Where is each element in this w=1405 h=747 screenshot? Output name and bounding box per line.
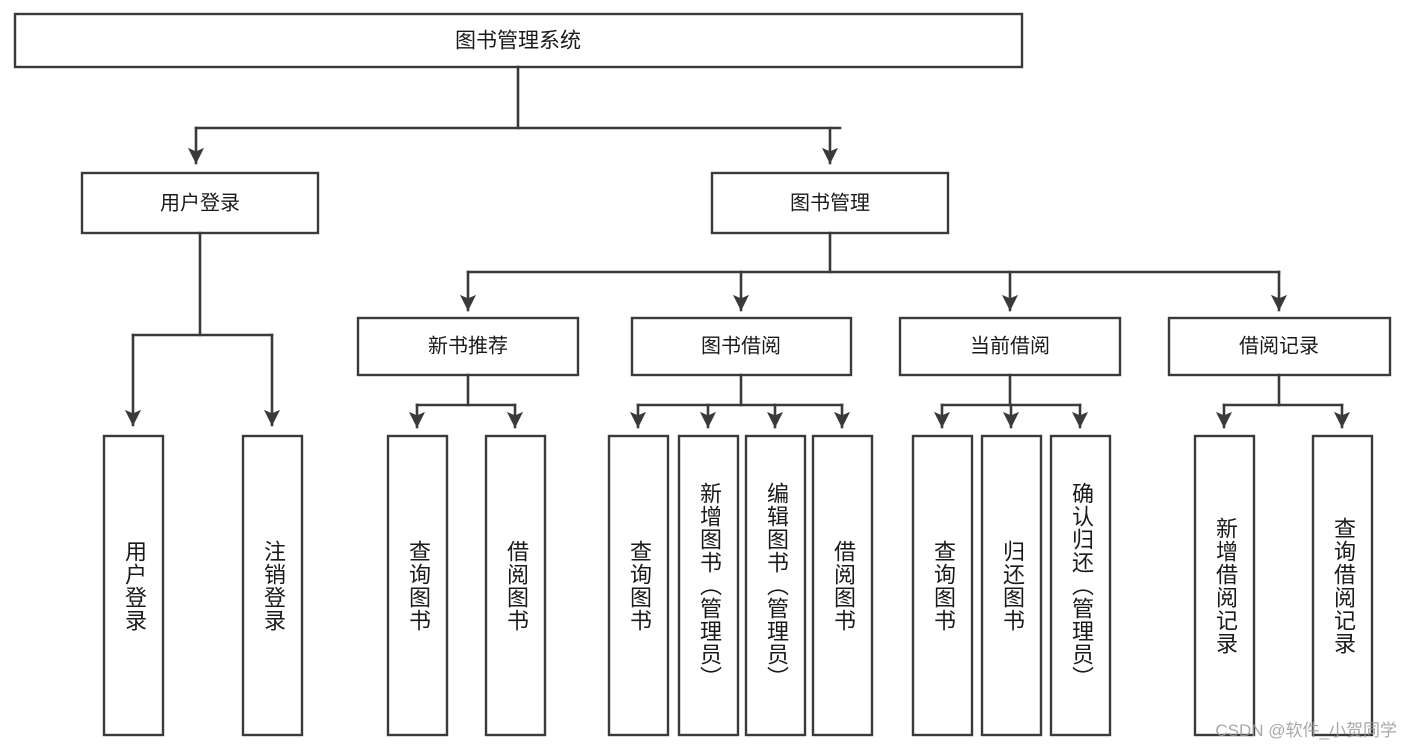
borrow-record-label: 借阅记录	[1239, 334, 1319, 357]
node-user-login[interactable]: 用户登录	[80, 171, 320, 235]
leaf-query-record-box[interactable]	[1311, 434, 1374, 737]
leaf-return-book-box[interactable]	[980, 434, 1043, 737]
csdn-watermark: CSDN @软件_小贺同学	[1215, 721, 1397, 740]
new-book-rec-box	[356, 316, 580, 377]
root-box	[13, 12, 1024, 69]
node-book-manage[interactable]: 图书管理	[710, 171, 950, 235]
book-manage-label: 图书管理	[790, 191, 870, 214]
leaf-edit-book-box[interactable]	[744, 434, 807, 737]
new-book-rec-label: 新书推荐	[428, 334, 508, 357]
leaf-query-book-2-box[interactable]	[607, 434, 670, 737]
book-manage-box	[710, 171, 950, 235]
connector-borrow-record-to-leaves	[1215, 373, 1351, 429]
leaf-add-book-box[interactable]	[677, 434, 740, 737]
node-current-borrow[interactable]: 当前借阅	[898, 316, 1122, 377]
book-borrow-label: 图书借阅	[701, 334, 781, 357]
connector-book-borrow-to-leaves	[629, 373, 851, 429]
user-login-label: 用户登录	[160, 191, 240, 214]
node-book-borrow[interactable]: 图书借阅	[630, 316, 853, 377]
leaf-confirm-return-box[interactable]	[1049, 434, 1112, 737]
leaf-borrow-book-1-box[interactable]	[484, 434, 547, 737]
node-new-book-rec[interactable]: 新书推荐	[356, 316, 580, 377]
node-root[interactable]: 图书管理系统	[13, 12, 1024, 69]
connector-current-borrow-to-leaves	[933, 373, 1089, 429]
leaf-user-login-box[interactable]	[102, 434, 165, 737]
connector-book-manage-to-level2	[459, 231, 1288, 312]
leaf-borrow-book-2-box[interactable]	[811, 434, 874, 737]
leaf-logout-box[interactable]	[241, 434, 304, 737]
book-borrow-box	[630, 316, 853, 377]
current-borrow-label: 当前借阅	[970, 334, 1050, 357]
connector-new-book-rec-to-leaves	[408, 373, 524, 429]
leaf-query-book-1-box[interactable]	[386, 434, 449, 737]
node-borrow-record[interactable]: 借阅记录	[1167, 316, 1392, 377]
leaf-add-record-box[interactable]	[1193, 434, 1256, 737]
current-borrow-box	[898, 316, 1122, 377]
connector-user-login-to-leaves	[124, 231, 281, 427]
leaf-boxes	[102, 434, 1374, 737]
leaf-query-book-3-box[interactable]	[911, 434, 974, 737]
borrow-record-box	[1167, 316, 1392, 377]
root-label: 图书管理系统	[455, 30, 581, 53]
connector-root-to-level1	[187, 65, 842, 165]
